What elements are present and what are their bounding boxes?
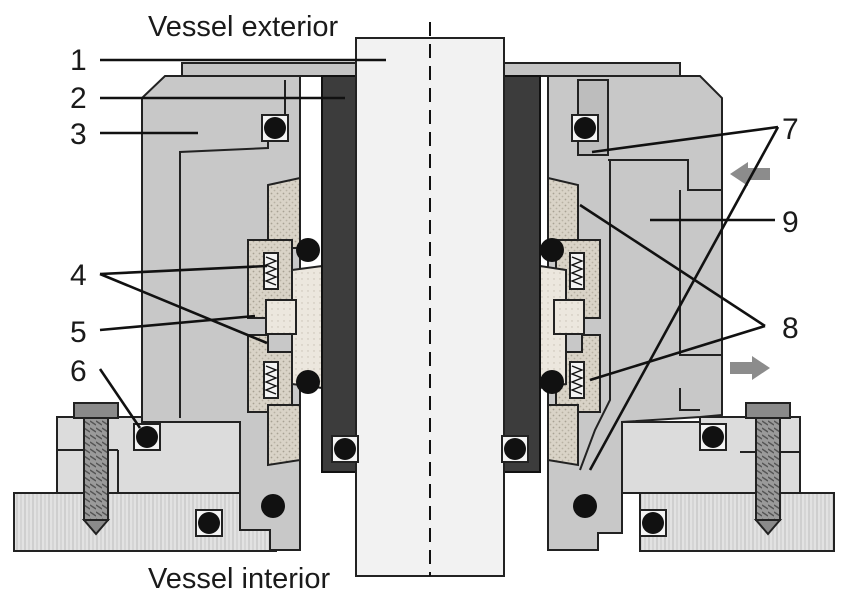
o-ring	[296, 370, 320, 394]
o-ring	[540, 238, 564, 262]
caption-vessel-interior: Vessel interior	[148, 563, 330, 595]
o-ring	[573, 494, 597, 518]
flow-arrow-out-icon	[730, 356, 770, 380]
part-label-8: 8	[782, 312, 799, 345]
shaft	[355, 22, 505, 577]
o-ring	[639, 509, 667, 537]
o-ring	[133, 423, 161, 451]
o-ring	[331, 435, 359, 463]
spring-right-lower	[569, 361, 585, 399]
spring-left-lower	[263, 361, 279, 399]
part-label-4: 4	[70, 259, 87, 292]
bolt-left	[73, 402, 119, 536]
spring-left-upper	[263, 252, 279, 290]
part-label-5: 5	[70, 316, 87, 349]
part-label-7: 7	[782, 113, 799, 146]
spring-right-upper	[569, 252, 585, 290]
part-label-9: 9	[782, 206, 799, 239]
part-label-1: 1	[70, 44, 87, 77]
caption-vessel-exterior: Vessel exterior	[148, 11, 339, 43]
part-label-3: 3	[70, 118, 87, 151]
left-flange	[13, 492, 277, 552]
o-ring	[540, 370, 564, 394]
part-label-6: 6	[70, 355, 87, 388]
o-rings	[133, 114, 727, 537]
o-ring	[571, 114, 599, 142]
o-ring	[195, 509, 223, 537]
o-ring	[699, 423, 727, 451]
bolt-right	[745, 402, 791, 536]
flow-arrow-in-icon	[730, 162, 770, 186]
right-housing	[547, 75, 723, 551]
right-flange	[639, 492, 835, 552]
right-seal-faces	[539, 176, 601, 467]
part-label-2: 2	[70, 82, 87, 115]
o-ring	[296, 238, 320, 262]
o-ring	[261, 114, 289, 142]
leader-lines	[98, 58, 780, 471]
o-ring	[501, 435, 529, 463]
left-seal-faces	[247, 176, 323, 467]
o-ring	[261, 494, 285, 518]
